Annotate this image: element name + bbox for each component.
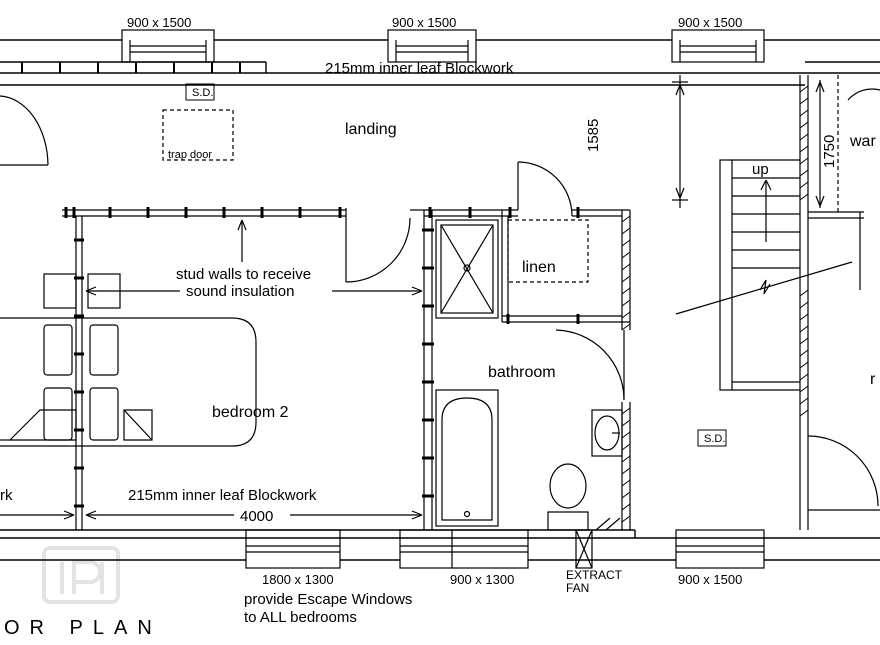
right-room-door — [807, 435, 880, 511]
window-label-bottom-right: 900 x 1500 — [678, 572, 742, 587]
top-wall-ties — [21, 62, 241, 73]
bathroom-door — [555, 329, 625, 401]
linen-cupboard — [501, 161, 630, 323]
room-label-bedroom-2: bedroom 2 — [212, 404, 289, 421]
window-label-bottom-mid: 900 x 1300 — [450, 572, 514, 587]
room-label-right-fragment: r — [870, 371, 876, 388]
dimension-1750-label: 1750 — [821, 135, 838, 168]
window-label-top-left: 900 x 1500 — [127, 15, 191, 30]
window-top-mid — [387, 29, 477, 63]
smoke-detector-stairs: S.D. — [704, 433, 725, 445]
toilet — [547, 463, 621, 531]
room-label-landing: landing — [345, 121, 397, 138]
smoke-detector-box-1 — [185, 83, 215, 101]
window-label-bottom-left: 1800 x 1300 — [262, 572, 334, 587]
trap-door-label: trap door — [168, 149, 212, 161]
dimension-1585-label: 1585 — [585, 119, 602, 152]
dimension-4000 — [0, 510, 423, 520]
wardrobe — [815, 75, 880, 290]
stud-wall-ties-bath — [422, 207, 512, 498]
stud-wall-note-line-2: sound insulation — [186, 283, 294, 300]
window-bottom-right — [675, 529, 765, 569]
wash-basin — [591, 409, 623, 457]
escape-note-line-1: provide Escape Windows — [244, 591, 412, 608]
bottom-wall-note-fragment: rk — [0, 487, 13, 504]
window-label-top-right: 900 x 1500 — [678, 15, 742, 30]
escape-note-line-2: to ALL bedrooms — [244, 609, 357, 626]
stud-wall-arrows — [85, 219, 423, 296]
dimension-4000-label: 4000 — [240, 508, 273, 525]
bottom-external-wall — [0, 529, 880, 561]
window-bottom-mid — [399, 529, 529, 569]
plan-title: OR PLAN — [4, 617, 162, 639]
landing-door-arc — [0, 95, 49, 166]
room-label-wardrobe-fragment: war — [849, 133, 876, 150]
smoke-detector-box-2 — [697, 429, 727, 447]
watermark-logo — [42, 546, 120, 604]
bath — [435, 389, 499, 527]
extract-fan-label-2: FAN — [566, 581, 589, 595]
extract-fan-label-1: EXTRACT — [566, 568, 623, 582]
bed — [0, 317, 257, 447]
extract-fan — [575, 529, 593, 569]
shower-tray — [435, 219, 499, 319]
bathroom-wall-right — [621, 210, 631, 530]
dimension-1585 — [672, 75, 688, 208]
stairs — [675, 159, 853, 391]
stud-wall-note-line-1: stud walls to receive — [176, 266, 311, 283]
trap-door — [162, 109, 234, 161]
window-bottom-left — [245, 529, 341, 569]
stairs-up-label: up — [752, 161, 769, 178]
stud-wall-ties-top — [64, 207, 342, 218]
bottom-wall-note: 215mm inner leaf Blockwork — [128, 487, 317, 504]
bedside-tables — [0, 273, 153, 441]
room-label-linen: linen — [522, 259, 556, 276]
window-top-right — [671, 29, 765, 63]
bathroom-wall-right-hatch — [621, 215, 631, 523]
stair-wall-hatch — [799, 85, 809, 417]
bedroom-2-door — [345, 209, 424, 283]
linen-wall-ties — [506, 207, 580, 324]
room-label-bathroom: bathroom — [488, 364, 556, 381]
top-wall-note: 215mm inner leaf Blockwork — [325, 60, 514, 77]
smoke-detector-landing: S.D. — [192, 87, 213, 99]
bedroom-stud-wall-left — [75, 216, 83, 530]
window-top-left — [121, 29, 215, 63]
window-label-top-mid: 900 x 1500 — [392, 15, 456, 30]
